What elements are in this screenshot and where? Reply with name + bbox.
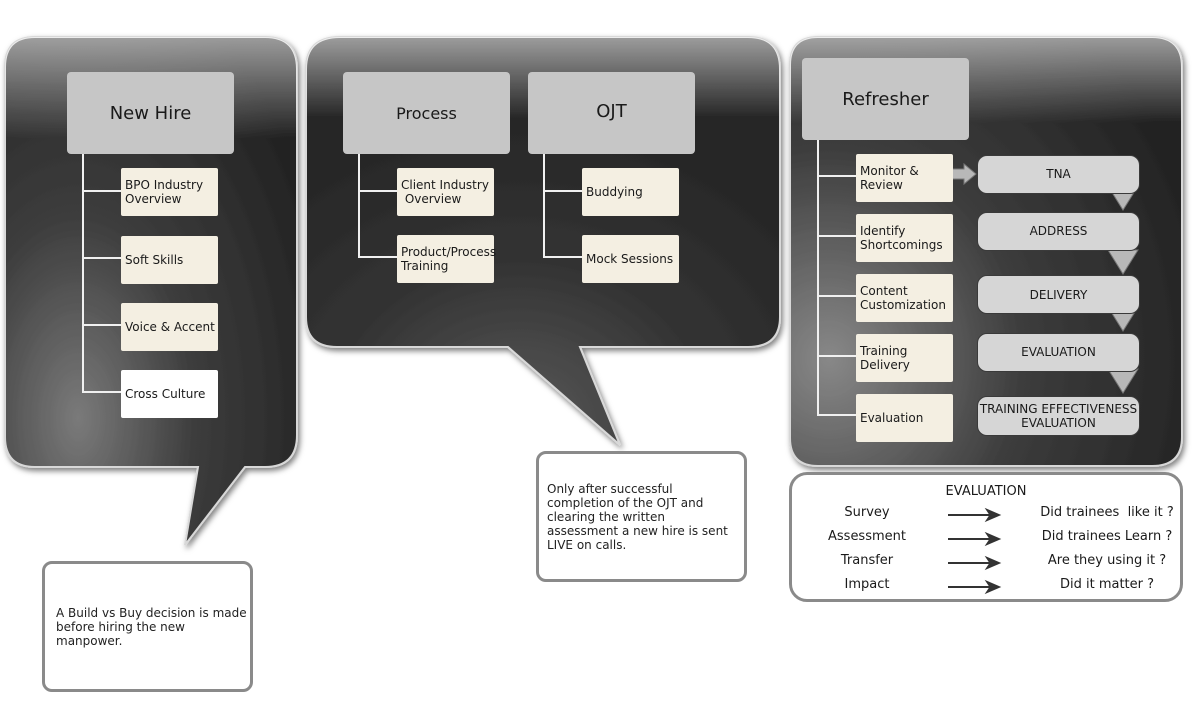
refresher-item: Training Delivery [856, 334, 953, 382]
refresher-step-delivery: DELIVERY [977, 275, 1140, 314]
right-arrow-icon [948, 531, 1002, 547]
refresher-title: Refresher [842, 88, 929, 110]
new-hire-bubble [4, 36, 298, 546]
connector-line [358, 256, 398, 258]
evaluation-question: Did it matter ? [1059, 577, 1155, 592]
evaluation-question: Did trainees Learn ? [1041, 529, 1173, 544]
evaluation-method: Impact [844, 577, 890, 592]
process-title: Process [396, 103, 457, 123]
new-hire-item: Cross Culture [121, 370, 218, 418]
right-arrow-icon [948, 579, 1002, 595]
refresher-header: Refresher [802, 58, 969, 140]
new-hire-note: A Build vs Buy decision is made before h… [42, 561, 253, 692]
connector-line [543, 190, 583, 192]
process-item: Product/Process Training [397, 235, 496, 283]
connector-line [82, 391, 122, 393]
connector-line [82, 257, 122, 259]
refresher-step-tna: TNA [977, 155, 1140, 194]
new-hire-item: BPO Industry Overview [121, 168, 218, 216]
connector-line [543, 256, 583, 258]
new-hire-item: Soft Skills [121, 236, 218, 284]
ojt-title: OJT [596, 100, 627, 122]
connector-line [817, 295, 857, 297]
connector-line [817, 355, 857, 357]
right-arrow-icon [948, 555, 1002, 571]
connector-line [82, 190, 122, 192]
new-hire-header: New Hire [67, 72, 234, 154]
evaluation-arrows [948, 507, 1002, 595]
new-hire-title: New Hire [109, 102, 192, 124]
connector-line [817, 414, 857, 416]
connector-line [358, 190, 398, 192]
evaluation-method: Survey [844, 505, 890, 520]
refresher-step-evaluation: EVALUATION [977, 333, 1140, 372]
connector-line [82, 154, 84, 392]
ojt-item: Buddying [582, 168, 679, 216]
refresher-item: Identify Shortcomings [856, 214, 953, 262]
evaluation-panel: EVALUATION Survey Assessment Transfer Im… [789, 472, 1183, 602]
refresher-step-address: ADDRESS [977, 212, 1140, 251]
evaluation-title: EVALUATION [945, 484, 1027, 499]
evaluation-question: Did trainees like it ? [1040, 505, 1174, 520]
right-arrow-icon [948, 507, 1002, 523]
refresher-step-effectiveness: TRAINING EFFECTIVENESS EVALUATION [977, 396, 1140, 436]
ojt-item: Mock Sessions [582, 235, 679, 283]
evaluation-method: Assessment [828, 529, 906, 544]
connector-line [543, 154, 545, 258]
evaluation-method: Transfer [840, 553, 894, 568]
ojt-header: OJT [528, 72, 695, 154]
process-header: Process [343, 72, 510, 154]
connector-line [817, 140, 819, 416]
connector-line [358, 154, 360, 258]
evaluation-question: Are they using it ? [1047, 553, 1167, 568]
refresher-item: Evaluation [856, 394, 953, 442]
connector-line [817, 235, 857, 237]
refresher-item: Content Customization [856, 274, 953, 322]
connector-line [82, 324, 122, 326]
process-item: Client Industry Overview [397, 168, 494, 216]
ojt-note: Only after successful completion of the … [536, 451, 747, 582]
new-hire-item: Voice & Accent [121, 303, 218, 351]
connector-line [817, 175, 857, 177]
refresher-item: Monitor & Review [856, 154, 953, 202]
